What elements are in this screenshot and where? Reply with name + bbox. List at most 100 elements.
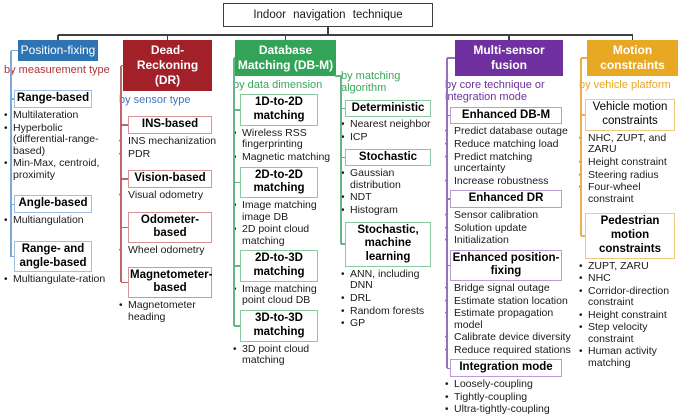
bullet-item: Initialization bbox=[443, 234, 579, 247]
bullet-item: Bridge signal outage bbox=[443, 283, 579, 295]
bullet-item: 3D point cloud matching bbox=[231, 343, 339, 367]
connector-line bbox=[121, 124, 128, 126]
bullet-item: Loosely-coupling bbox=[443, 379, 579, 391]
bullet-item: Ultra-tightly-coupling bbox=[443, 404, 579, 416]
connector-line bbox=[508, 35, 510, 40]
bullet-item: Multiangulation bbox=[2, 215, 114, 227]
column-matching-algorithm: by matching algorithmDeterministicNeares… bbox=[339, 40, 442, 333]
bullet-item: Visual odometry bbox=[117, 189, 230, 202]
bullet-item: Image matching point cloud DB bbox=[231, 283, 339, 307]
subcategory-box-position-fixing-1: Angle-based bbox=[14, 195, 92, 214]
subcategory-box-matching-algorithm-2: Stochastic, machine learning bbox=[345, 221, 431, 267]
connector-line bbox=[284, 35, 287, 40]
connector-line bbox=[120, 65, 122, 283]
bullet-list-position-fixing-1: Multiangulation bbox=[2, 215, 114, 227]
subcategory-box-database-matching-1: 2D-to-2D matching bbox=[240, 166, 318, 199]
bullet-item: PDR bbox=[117, 148, 230, 161]
bullet-list-matching-algorithm-0: Nearest neighborICP bbox=[339, 119, 442, 143]
connector-line bbox=[233, 58, 235, 326]
bullet-item: Wheel odometry bbox=[117, 245, 230, 257]
bullet-item: Height constraint bbox=[577, 156, 684, 169]
subcategory-box-database-matching-3: 3D-to-3D matching bbox=[240, 310, 318, 342]
bullet-item: Predict matching uncertainty bbox=[443, 151, 579, 175]
bullet-item: Four-wheel constraint bbox=[577, 181, 684, 205]
bullet-list-position-fixing-2: Multiangulate-ration bbox=[2, 274, 114, 286]
subcategory-box-dead-reckoning-0: INS-based bbox=[128, 116, 212, 135]
connector-line bbox=[581, 57, 587, 59]
bullet-item: NHC bbox=[577, 273, 684, 285]
bullet-item: Estimate propagation model bbox=[443, 307, 579, 331]
subcategory-box-motion-constraints-1: Pedestrian motion constraints bbox=[585, 213, 675, 259]
connector-line bbox=[341, 156, 345, 159]
bullet-item: NDT bbox=[339, 192, 442, 204]
subcategory-box-multi-sensor-fusion-3: Integration mode bbox=[450, 359, 562, 378]
subcategory-box-position-fixing-2: Range- and angle-based bbox=[14, 240, 92, 273]
bullet-item: Nearest neighbor bbox=[339, 119, 442, 131]
category-subtitle-matching-algorithm: by matching algorithm bbox=[341, 70, 401, 95]
bullet-list-motion-constraints-1: ZUPT, ZARUNHCCorridor-direction constrai… bbox=[577, 260, 684, 370]
bullet-item: Increase robustness bbox=[443, 175, 579, 188]
connector-line bbox=[234, 265, 240, 267]
bullet-item: Predict database outage bbox=[443, 126, 579, 138]
connector-line bbox=[341, 107, 345, 110]
connector-line bbox=[581, 114, 585, 116]
connector-line bbox=[581, 235, 585, 237]
bullet-item: Gaussian distribution bbox=[339, 168, 442, 191]
subcategory-box-dead-reckoning-3: Magnetometer-based bbox=[128, 266, 212, 299]
bullet-item: 2D point cloud matching bbox=[231, 223, 339, 247]
connector-line bbox=[57, 35, 59, 40]
bullet-list-multi-sensor-fusion-1: Sensor calibrationSolution updateInitial… bbox=[443, 209, 579, 247]
subcategory-box-dead-reckoning-1: Vision-based bbox=[128, 170, 212, 188]
bullet-item: Image matching image DB bbox=[231, 199, 339, 223]
bullet-item: Multilateration bbox=[2, 110, 114, 122]
bullet-list-dead-reckoning-0: INS mechanizationPDR bbox=[117, 136, 230, 160]
connector-line bbox=[58, 34, 633, 36]
bullet-item: Tightly-coupling bbox=[443, 391, 579, 404]
subcategory-box-multi-sensor-fusion-1: Enhanced DR bbox=[450, 190, 562, 208]
connector-line bbox=[10, 50, 12, 257]
connector-line bbox=[446, 58, 448, 369]
bullet-list-position-fixing-0: MultilaterationHyperbolic (differential-… bbox=[2, 110, 114, 181]
bullet-item: Reduce matching load bbox=[443, 138, 579, 151]
bullet-item: Step velocity constraint bbox=[577, 322, 684, 345]
connector-line bbox=[447, 198, 450, 200]
bullet-list-multi-sensor-fusion-3: Loosely-couplingTightly-couplingUltra-ti… bbox=[443, 379, 579, 416]
bullet-item: Height constraint bbox=[577, 309, 684, 322]
connector-line bbox=[447, 264, 450, 267]
category-header-database-matching: Database Matching (DB-M) bbox=[235, 40, 336, 76]
category-subtitle-database-matching: by data dimension bbox=[233, 79, 323, 91]
bullet-list-dead-reckoning-3: Magnetometer heading bbox=[117, 299, 230, 323]
subcategory-box-multi-sensor-fusion-2: Enhanced position-fixing bbox=[450, 249, 562, 282]
bullet-item: Min-Max, centroid, proximity bbox=[2, 157, 114, 181]
connector-line bbox=[447, 57, 455, 59]
root-node-label: Indoor navigation technique bbox=[253, 9, 403, 21]
root-node: Indoor navigation technique bbox=[223, 3, 433, 27]
connector-line bbox=[11, 49, 18, 52]
connector-line bbox=[447, 367, 450, 370]
bullet-item: DRL bbox=[339, 292, 442, 305]
bullet-item: Magnetometer heading bbox=[117, 299, 230, 323]
category-header-multi-sensor-fusion: Multi-sensor fusion bbox=[455, 40, 563, 76]
bullet-item: Calibrate device diversity bbox=[443, 332, 579, 344]
bullet-item: Magnetic matching bbox=[231, 151, 339, 164]
bullet-item: Corridor-direction constraint bbox=[577, 285, 684, 309]
connector-line bbox=[121, 281, 128, 284]
bullet-list-database-matching-3: 3D point cloud matching bbox=[231, 343, 339, 367]
category-header-dead-reckoning: Dead-Reckoning (DR) bbox=[123, 40, 212, 91]
bullet-item: ANN, including DNN bbox=[339, 268, 442, 292]
bullet-item: Solution update bbox=[443, 222, 579, 235]
bullet-list-database-matching-2: Image matching point cloud DB bbox=[231, 283, 339, 307]
column-database-matching: Database Matching (DB-M) by data dimensio… bbox=[231, 40, 339, 370]
connector-line bbox=[121, 226, 128, 229]
bullet-item: Estimate station location bbox=[443, 295, 579, 308]
connector-line bbox=[121, 178, 128, 180]
bullet-item: Hyperbolic (differential-range-based) bbox=[2, 122, 114, 158]
subcategory-box-matching-algorithm-0: Deterministic bbox=[345, 99, 431, 118]
subcategory-box-multi-sensor-fusion-0: Enhanced DB-M bbox=[450, 106, 562, 125]
bullet-item: Wireless RSS fingerprinting bbox=[231, 127, 339, 151]
category-subtitle-position-fixing: by measurement type bbox=[4, 64, 110, 76]
